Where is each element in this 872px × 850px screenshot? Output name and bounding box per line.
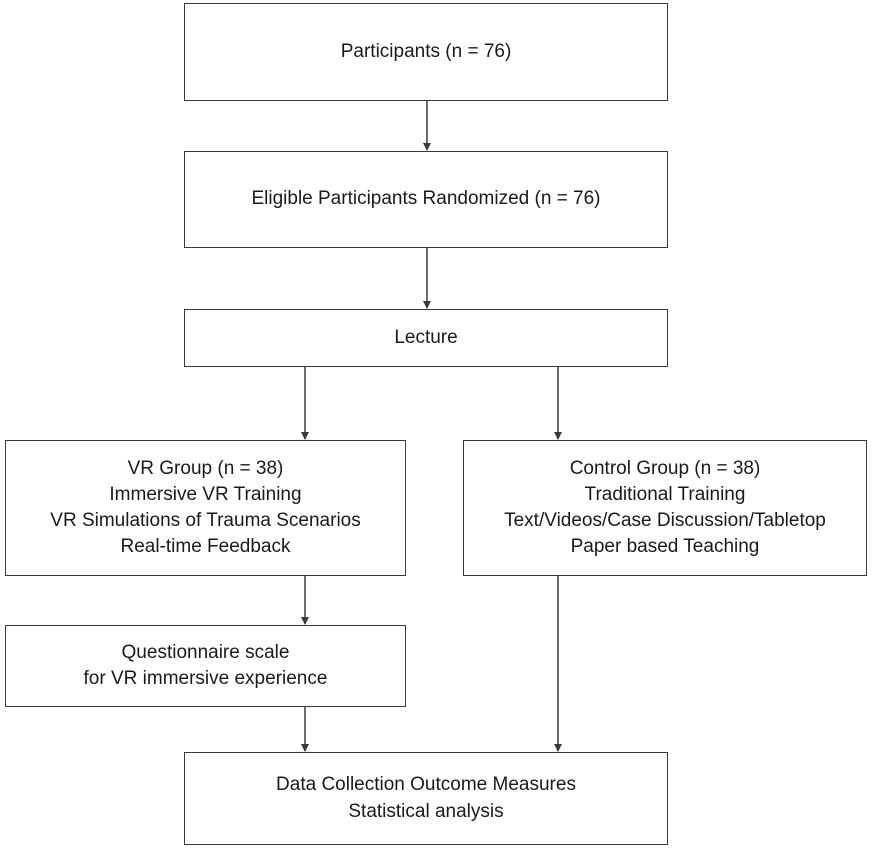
control-group-methods: Text/Videos/Case Discussion/Tabletop [504, 510, 826, 531]
control-group-training: Traditional Training [584, 483, 746, 505]
randomized-label: Eligible Participants Randomized (n = 76… [251, 188, 601, 210]
lecture-label: Lecture [394, 326, 458, 348]
data-collection-line-2: Statistical analysis [348, 800, 504, 822]
vr-group-box: VR Group (n = 38) Immersive VR Training … [5, 440, 406, 576]
control-group-title: Control Group (n = 38) [569, 457, 761, 479]
participants-label: Participants (n = 76) [340, 40, 512, 62]
lecture-box: Lecture [184, 309, 668, 367]
randomized-box: Eligible Participants Randomized (n = 76… [184, 151, 668, 248]
data-collection-line-1: Data Collection Outcome Measures [276, 774, 576, 796]
questionnaire-line-1: Questionnaire scale [121, 641, 290, 663]
control-group-paper: Paper based Teaching [570, 536, 760, 558]
vr-group-training: Immersive VR Training [109, 483, 302, 505]
vr-group-feedback: Real-time Feedback [120, 536, 291, 558]
control-group-box: Control Group (n = 38) Traditional Train… [463, 440, 867, 576]
questionnaire-line-2: for VR immersive experience [83, 668, 328, 689]
questionnaire-box: Questionnaire scale for VR immersive exp… [5, 625, 406, 707]
vr-group-title: VR Group (n = 38) [127, 457, 284, 479]
participants-box: Participants (n = 76) [184, 3, 668, 101]
vr-group-simulations: VR Simulations of Trauma Scenarios [50, 510, 361, 531]
data-collection-box: Data Collection Outcome Measures Statist… [184, 752, 668, 845]
